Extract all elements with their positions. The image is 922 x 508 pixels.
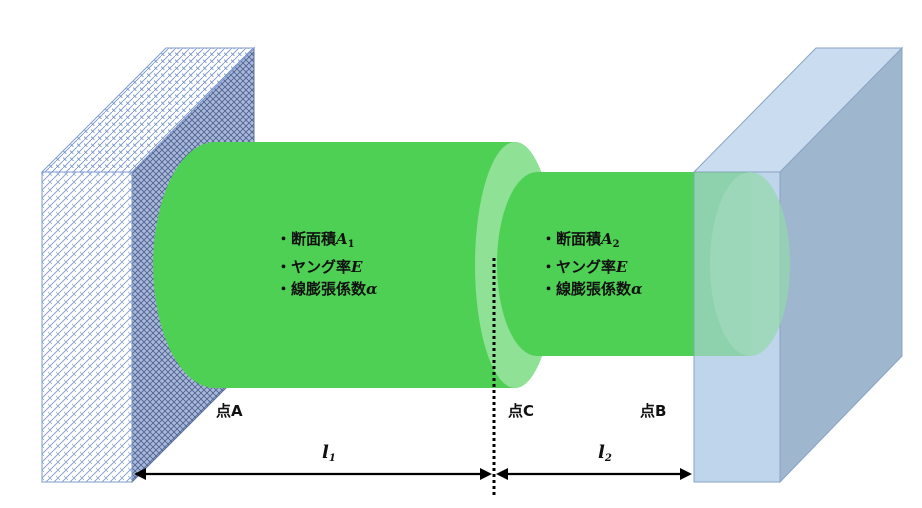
small-cylinder-body (497, 172, 750, 356)
right-expansion-symbol: α (631, 280, 643, 298)
right-area-subscript: 2 (612, 239, 620, 250)
dimension-l1-label: l1 (322, 442, 336, 464)
point-c-label: 点C (508, 402, 535, 420)
right-modulus-label: ・ヤング率 (541, 258, 617, 276)
left-area-label: ・断面積 (276, 230, 337, 248)
left-area-line: ・断面積A1 (276, 228, 378, 256)
right-expansion-label: ・線膨張係数 (541, 280, 632, 298)
point-b-label: 点B (640, 402, 667, 420)
left-expansion-label: ・線膨張係数 (276, 280, 367, 298)
left-modulus-label: ・ヤング率 (276, 258, 352, 276)
dimension-l1-arrow (134, 468, 492, 480)
right-wall (692, 46, 904, 484)
dimension-l2-arrow (496, 468, 692, 480)
left-section-properties: ・断面積A1 ・ヤング率E ・線膨張係数α (276, 228, 378, 300)
dimension-l2-label: l2 (598, 442, 612, 464)
left-modulus-line: ・ヤング率E (276, 256, 378, 278)
l1-subscript: 1 (328, 453, 336, 464)
small-cylinder (497, 172, 750, 356)
right-section-properties: ・断面積A2 ・ヤング率E ・線膨張係数α (541, 228, 643, 300)
l1-symbol: l (322, 442, 329, 463)
right-expansion-line: ・線膨張係数α (541, 278, 643, 300)
right-area-line: ・断面積A2 (541, 228, 643, 256)
right-area-symbol: A (601, 230, 613, 248)
right-area-label: ・断面積 (541, 230, 602, 248)
right-modulus-line: ・ヤング率E (541, 256, 643, 278)
left-expansion-line: ・線膨張係数α (276, 278, 378, 300)
small-cylinder-end-ghost (710, 172, 790, 356)
left-expansion-symbol: α (366, 280, 378, 298)
point-a-label: 点A (216, 402, 243, 420)
left-area-subscript: 1 (347, 239, 355, 250)
large-cylinder-body (153, 142, 555, 388)
left-wall-front (41, 171, 133, 483)
left-modulus-symbol: E (351, 258, 363, 276)
left-area-symbol: A (336, 230, 348, 248)
l2-subscript: 2 (604, 453, 612, 464)
right-modulus-symbol: E (616, 258, 628, 276)
l2-symbol: l (598, 442, 605, 463)
